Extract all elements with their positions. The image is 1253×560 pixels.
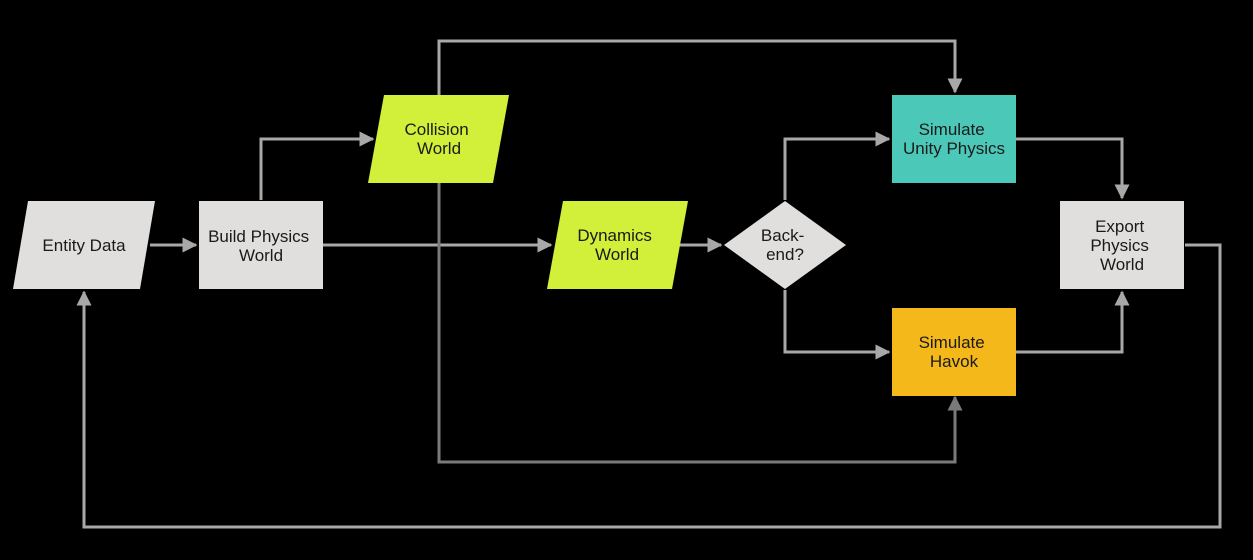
simulate-unity-physics-line: Unity Physics	[903, 139, 1005, 158]
collision-world-line: Collision	[405, 120, 469, 139]
simulate-havok-line: Simulate	[919, 333, 985, 352]
export-physics-world-shape	[1060, 201, 1184, 289]
simulate-havok-shape	[892, 308, 1016, 396]
node-simulate-havok: Simulate Havok	[892, 308, 1016, 396]
edge-havok-to-export	[1016, 290, 1130, 354]
dynamics-world-line: Dynamics	[577, 226, 652, 245]
simulate-unity-physics-line: Simulate	[919, 120, 985, 139]
simulate-havok-label: Simulate Havok	[919, 333, 990, 371]
connectors	[76, 39, 1222, 529]
entity-data-shape	[13, 201, 155, 289]
edge-backend-to-unity	[783, 131, 891, 200]
build-physics-world-line: Build Physics	[208, 227, 309, 246]
edge-backend-to-havok	[783, 290, 891, 360]
dynamics-world-shape	[547, 201, 688, 289]
export-physics-world-line: Export	[1095, 217, 1144, 236]
node-build-physics-world: Build Physics World	[199, 201, 323, 289]
node-backend-decision: Back- end?	[724, 201, 846, 289]
collision-world-label: Collision World	[405, 120, 474, 158]
simulate-unity-physics-shape	[892, 95, 1016, 183]
edge-unity-to-export	[1016, 137, 1130, 200]
node-entity-data: Entity Data	[13, 201, 155, 289]
export-physics-world-line: World	[1100, 255, 1144, 274]
build-physics-world-shape	[199, 201, 323, 289]
edge-export-to-entity	[76, 243, 1222, 529]
simulate-unity-physics-label: Simulate Unity Physics	[903, 120, 1005, 158]
node-dynamics-world: Dynamics World	[547, 201, 688, 289]
backend-decision-line: end?	[766, 245, 804, 264]
node-collision-world: Collision World	[368, 95, 509, 183]
backend-decision-shape	[724, 201, 846, 289]
simulate-havok-line: Havok	[930, 352, 979, 371]
build-physics-world-label: Build Physics World	[208, 227, 314, 265]
dynamics-world-line: World	[595, 245, 639, 264]
export-physics-world-label: Export Physics World	[1090, 217, 1153, 274]
collision-world-shape	[368, 95, 509, 183]
collision-world-line: World	[417, 139, 461, 158]
backend-decision-line: Back-	[761, 226, 804, 245]
edge-build-to-collision	[259, 131, 375, 200]
node-export-physics-world: Export Physics World	[1060, 201, 1184, 289]
edge-collision-to-unity	[437, 39, 963, 95]
node-simulate-unity-physics: Simulate Unity Physics	[892, 95, 1016, 183]
backend-decision-label: Back- end?	[761, 226, 809, 264]
dynamics-world-label: Dynamics World	[577, 226, 656, 264]
entity-data-label: Entity Data	[42, 236, 126, 255]
entity-data-line: Entity Data	[42, 236, 126, 255]
edge-collision-to-havok	[437, 183, 963, 464]
export-physics-world-line: Physics	[1090, 236, 1149, 255]
build-physics-world-line: World	[239, 246, 283, 265]
